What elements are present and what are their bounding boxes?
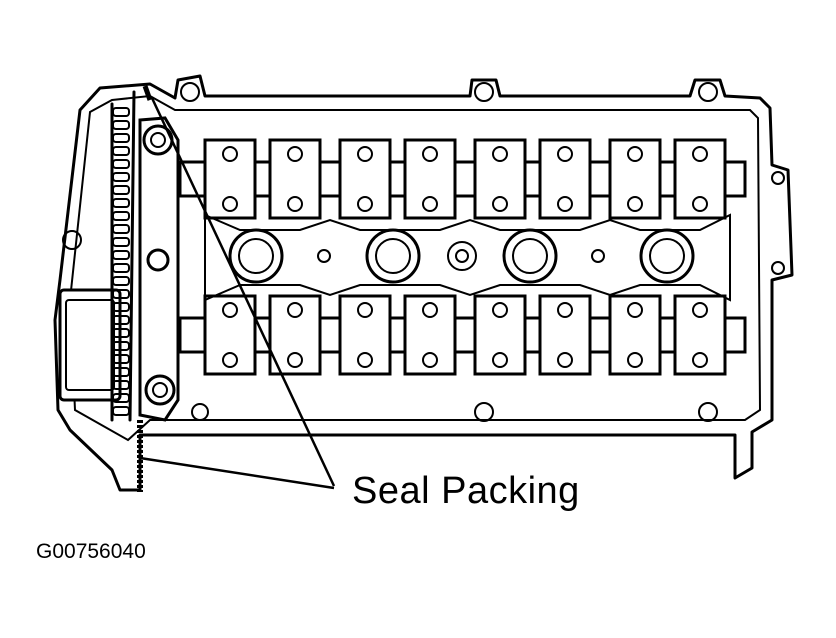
chain-link: [112, 250, 130, 260]
chain-link: [112, 120, 130, 130]
chain-link: [112, 302, 130, 312]
timing-chain: [110, 90, 136, 422]
chain-link: [112, 341, 130, 351]
chain-link: [112, 367, 130, 377]
bearing-cap: [473, 294, 527, 376]
bearing-cap: [338, 138, 392, 220]
bearing-cap: [538, 294, 592, 376]
chain-link: [112, 406, 130, 416]
bearing-cap: [338, 294, 392, 376]
chain-link: [112, 185, 130, 195]
gasket-bolt-holes: [62, 82, 785, 422]
seal-packing-strip-upper: [142, 85, 153, 101]
chain-link: [112, 172, 130, 182]
camshaft-bearing-caps: [203, 138, 727, 376]
chain-link: [112, 133, 130, 143]
chain-link: [112, 146, 130, 156]
cam-gear-housing: [58, 288, 122, 402]
chain-link: [112, 380, 130, 390]
bearing-cap: [268, 294, 322, 376]
chain-link: [112, 198, 130, 208]
figure-id: G00756040: [36, 540, 146, 563]
chain-link: [112, 224, 130, 234]
chain-link: [112, 315, 130, 325]
chain-link: [112, 107, 130, 117]
bearing-cap: [608, 138, 662, 220]
seal-packing-label: Seal Packing: [352, 470, 580, 512]
cylinder-head-outline: [53, 74, 794, 492]
chain-link: [112, 393, 130, 403]
bearing-cap: [673, 138, 727, 220]
chain-link: [112, 263, 130, 273]
bearing-cap: [538, 138, 592, 220]
chain-link: [112, 159, 130, 169]
chain-link: [112, 237, 130, 247]
bearing-cap: [403, 138, 457, 220]
chain-link: [112, 211, 130, 221]
bearing-cap: [473, 138, 527, 220]
bearing-cap: [203, 138, 257, 220]
bearing-cap: [403, 294, 457, 376]
bearing-cap: [203, 294, 257, 376]
spark-plug-holes: [228, 228, 695, 284]
chain-link: [112, 289, 130, 299]
bearing-cap: [268, 138, 322, 220]
chain-link: [112, 354, 130, 364]
bearing-cap: [608, 294, 662, 376]
chain-link: [112, 276, 130, 286]
seal-packing-leader-lines: [139, 97, 336, 490]
bearing-cap: [673, 294, 727, 376]
chain-link: [112, 328, 130, 338]
